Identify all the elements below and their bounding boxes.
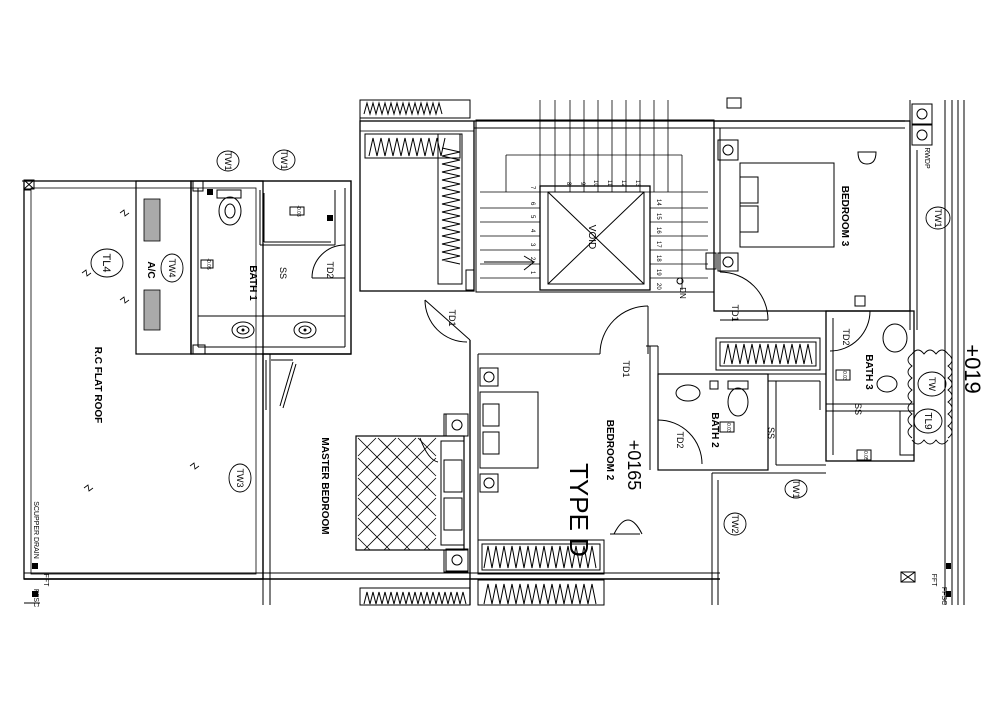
void-label: VOID: [586, 225, 597, 249]
tag-tw-bath3: TW: [927, 377, 937, 391]
stair-num: 12: [620, 180, 626, 187]
bath-2-room: [657, 373, 826, 471]
stair-num: 13: [634, 180, 640, 187]
bedroom-3-label: BEDROOM 3: [839, 186, 850, 247]
stair-num: 1: [529, 271, 535, 275]
bath-1-room: [190, 180, 352, 355]
tag-ss-a: SS: [278, 267, 288, 279]
stair-num: 14: [655, 199, 661, 206]
ffl-bath2: -0.03: [725, 421, 731, 433]
markers: [900, 563, 951, 597]
bath-2-label: BATH 2: [709, 412, 720, 448]
roof-area: [22, 179, 720, 604]
ffsc-right-label: FFSC: [940, 587, 947, 605]
bedroom-2-label: BEDROOM 2: [604, 420, 615, 481]
ffsc-label: FFSC: [32, 589, 39, 607]
tag-ss-c: SS: [853, 403, 863, 415]
bath-1-label: BATH 1: [247, 265, 258, 301]
tag-tw4: TW4: [167, 259, 177, 278]
tag-tw1-c: TW1: [933, 209, 943, 228]
stair-num: 4: [529, 229, 535, 233]
ac-block: [135, 180, 206, 355]
fft-right-label: FFT: [930, 574, 937, 588]
bedroom-2-room: [424, 299, 826, 605]
tag-tw1-a: TW1: [223, 152, 233, 171]
ffl-bath3-b: -0.05: [862, 449, 868, 461]
stair-num: 3: [529, 243, 535, 247]
tag-td2-b: TD2: [841, 328, 851, 345]
ac-label: A/C: [145, 261, 156, 278]
tag-td1-c: TD1: [730, 304, 740, 321]
ffl-bath1-a: -0.03: [295, 205, 301, 217]
dn-label: DN: [678, 287, 687, 299]
stair-numbers: 7 6 5 4 3 2 1 8 9 10 11 12 13 14 15 16 1…: [529, 180, 661, 290]
stair-num: 9: [579, 182, 585, 186]
tag-tw1-b: TW1: [279, 151, 289, 170]
tag-tw2: TW2: [730, 515, 740, 534]
tag-td1-a: TD1: [447, 309, 457, 326]
fft-label: FFT: [42, 574, 49, 588]
tag-td2-c: TD2: [675, 431, 685, 448]
tag-tw1-d: TW1: [791, 480, 801, 499]
roof-label: R.C FLAT ROOF: [92, 347, 103, 423]
stair-num: 15: [655, 213, 661, 220]
stair-num: 8: [565, 182, 571, 186]
tag-ss-b: SS: [766, 427, 776, 439]
stair-num: 16: [655, 227, 661, 234]
stair-num: 5: [529, 215, 535, 219]
stair-num: 11: [606, 180, 612, 187]
stair-num: 17: [655, 241, 661, 248]
bath-3-label: BATH 3: [863, 354, 874, 390]
stair-void: [359, 99, 905, 293]
level-019: +019: [960, 344, 985, 394]
stair-num: 2: [529, 257, 535, 261]
ffl-bath3-a: -0.03: [841, 369, 847, 381]
labels: R.C FLAT ROOF A/C BATH 1 MASTER BEDROOM …: [32, 147, 985, 607]
scupper-drain-label: SCUPPER DRAIN: [32, 501, 39, 559]
tag-td2-a: TD2: [325, 261, 335, 278]
bath-3-room: [825, 295, 953, 462]
ffl-bath1-b: -0.05: [205, 258, 211, 270]
level-0165: +0165: [624, 440, 644, 491]
tags: [90, 149, 951, 536]
type-d-label: TYPE D: [564, 463, 594, 557]
stair-num: 10: [592, 180, 598, 187]
stair-num: 20: [655, 283, 661, 290]
tag-tl9: TL9: [922, 412, 933, 430]
tag-tw3: TW3: [235, 469, 245, 488]
rwdp-label: RWDP: [923, 147, 930, 169]
bedroom-3-room: [705, 97, 965, 605]
tag-tl4: TL4: [100, 254, 112, 273]
master-bedroom-label: MASTER BEDROOM: [319, 437, 330, 534]
tag-td1-b: TD1: [621, 360, 631, 377]
stair-num: 18: [655, 255, 661, 262]
stair-num: 7: [529, 186, 535, 190]
stair-num: 6: [529, 202, 535, 206]
master-bedroom-room: [262, 300, 469, 605]
stair-num: 19: [655, 269, 661, 276]
